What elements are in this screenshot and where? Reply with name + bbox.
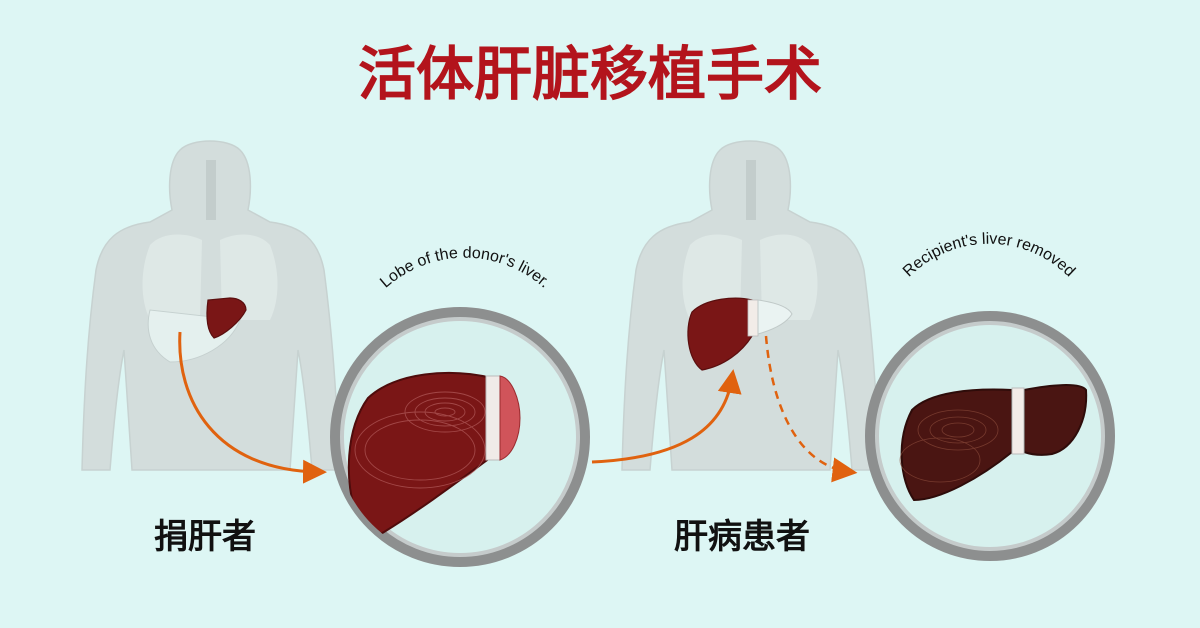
removed-liver-seam xyxy=(1011,387,1025,455)
donor-lens-caption: Lobe of the donor's liver. xyxy=(377,245,553,292)
donor-label: 捐肝者 xyxy=(154,517,256,557)
recipient-lens xyxy=(865,311,1115,561)
donor-liver-lobe-icon xyxy=(206,297,247,339)
recipient-graft-seam xyxy=(747,299,759,337)
recipient-lens-caption: Recipient's liver removed xyxy=(900,231,1078,281)
donor-to-lens-arrow xyxy=(178,331,327,484)
donor-liver-cut-face xyxy=(499,375,521,461)
svg-text:Recipient's liver removed: Recipient's liver removed xyxy=(900,231,1078,281)
donor-liver-lobe-large-icon xyxy=(347,371,494,536)
recipient-to-removed-liver-arrow xyxy=(764,335,858,483)
svg-text:Lobe of the donor's liver.: Lobe of the donor's liver. xyxy=(377,245,553,292)
recipient-label: 肝病患者 xyxy=(674,517,810,557)
page-title: 活体肝脏移植手术 xyxy=(358,40,822,108)
donor-liver-cut-surface xyxy=(485,375,501,461)
lens-to-recipient-arrow xyxy=(591,369,742,464)
recipient-liver-icon xyxy=(687,297,753,371)
removed-liver-right-lobe xyxy=(1023,384,1088,456)
donor-lens xyxy=(330,307,590,567)
removed-liver-icon xyxy=(900,388,1013,502)
recipient-graft-lobe xyxy=(757,299,793,335)
